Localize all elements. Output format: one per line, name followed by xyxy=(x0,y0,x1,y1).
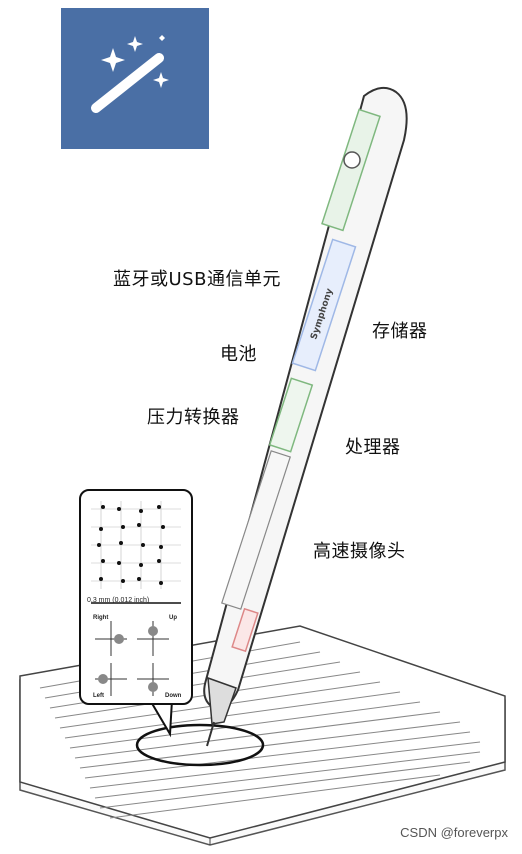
magic-wand-icon xyxy=(91,35,169,113)
tip-ellipse xyxy=(135,723,265,767)
label-camera: 高速摄像头 xyxy=(313,541,406,562)
label-processor: 处理器 xyxy=(345,437,401,458)
scale-label: 0.3 mm (0.012 inch) xyxy=(87,597,150,604)
magic-wand-badge[interactable] xyxy=(61,8,209,149)
quadrant-left-label: Left xyxy=(93,693,104,699)
label-pressure-sensor: 压力转换器 xyxy=(147,407,240,428)
quadrant-right-label: Right xyxy=(93,615,109,621)
label-storage: 存储器 xyxy=(372,321,428,342)
label-comm-unit: 蓝牙或USB通信单元 xyxy=(113,269,281,290)
quadrant-up-label: Up xyxy=(169,615,177,621)
dot-pattern xyxy=(91,501,181,696)
pen: Symphony xyxy=(203,86,408,747)
watermark: CSDN @foreverpx xyxy=(400,825,508,840)
label-battery: 电池 xyxy=(220,344,257,365)
quadrant-down-label: Down xyxy=(165,693,182,699)
dot-pattern-callout: 0.3 mm (0.012 inch) Right Up Left Down xyxy=(79,489,193,705)
